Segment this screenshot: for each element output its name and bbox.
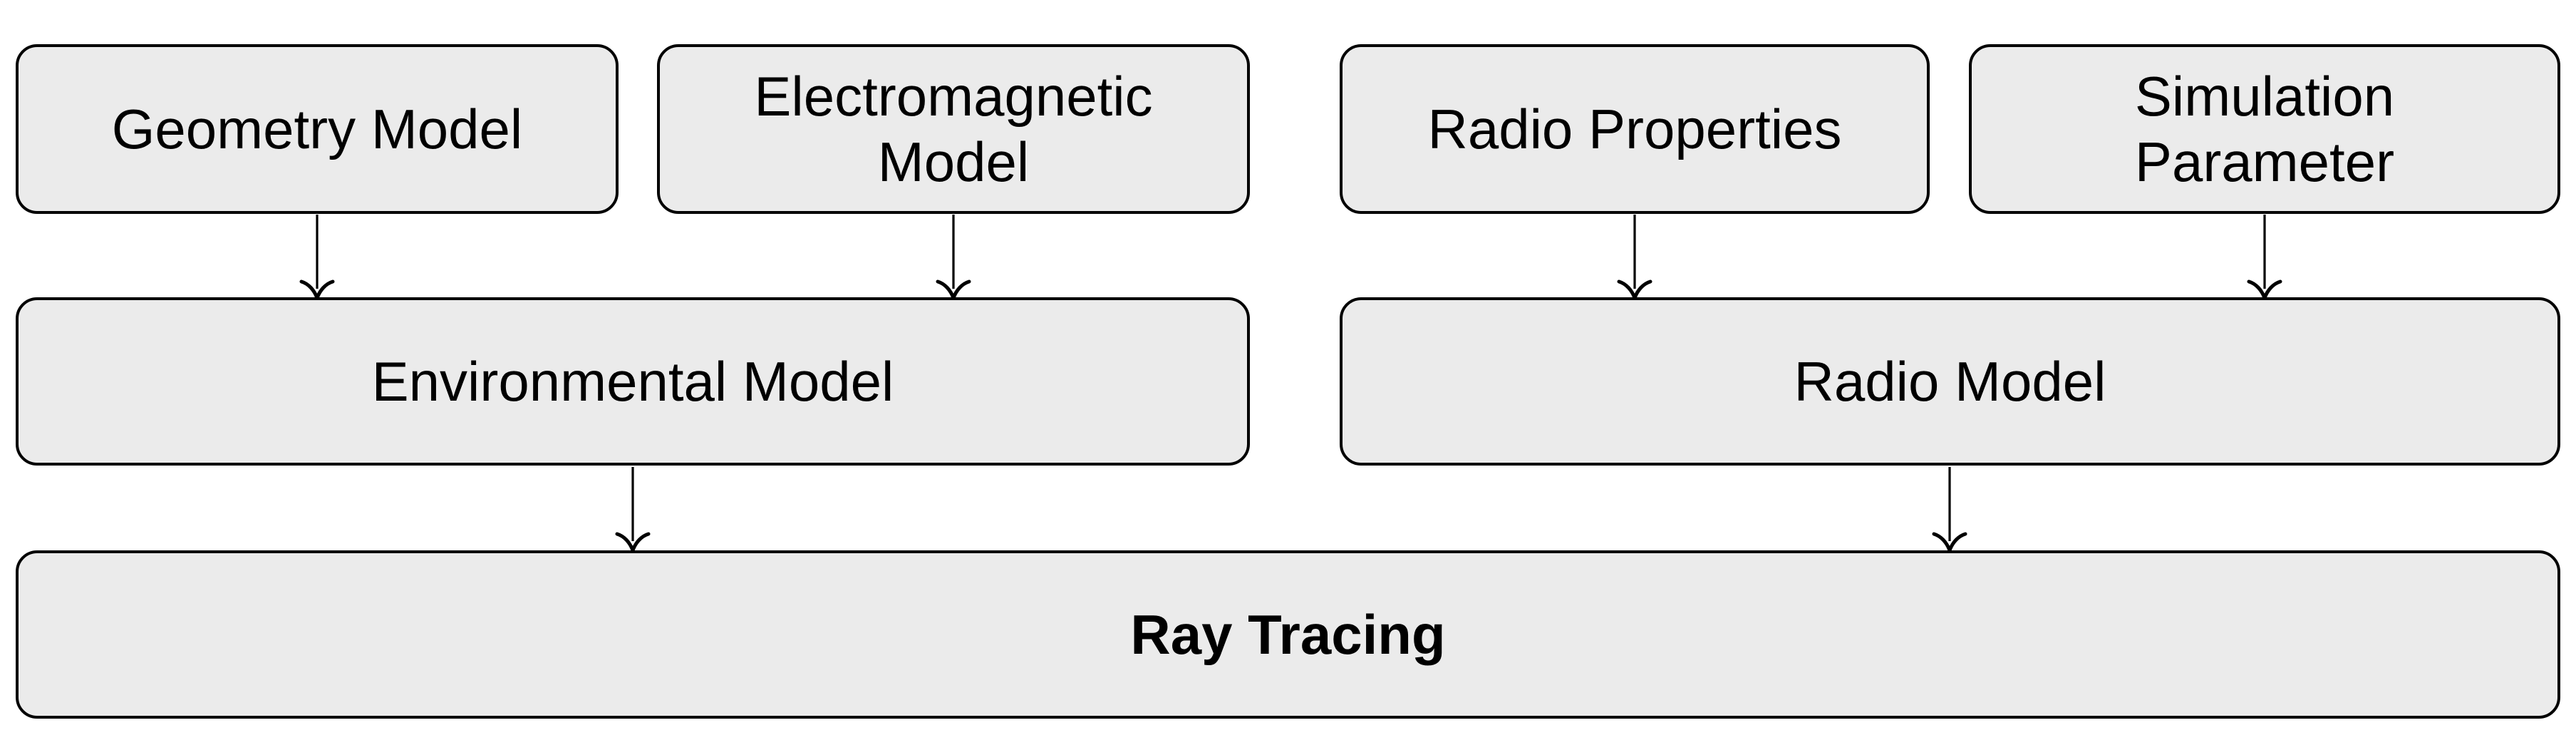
arrow-head <box>2247 279 2282 300</box>
arrow-geometry-to-environmental <box>299 215 335 300</box>
arrow-electromagnetic-to-environmental <box>936 215 971 300</box>
arrow-head <box>936 279 971 300</box>
node-environmental-model-label: Environmental Model <box>371 350 894 413</box>
node-geometry-model: Geometry Model <box>16 44 619 214</box>
node-geometry-model-label: Geometry Model <box>111 98 523 160</box>
arrow-radio-model-to-ray-tracing <box>1932 467 1967 553</box>
node-electromagnetic-model-label: Electromagnetic Model <box>754 65 1153 193</box>
node-radio-model: Radio Model <box>1340 297 2560 466</box>
arrow-head <box>615 532 651 553</box>
node-ray-tracing: Ray Tracing <box>16 550 2560 719</box>
node-electromagnetic-model: Electromagnetic Model <box>657 44 1250 214</box>
arrow-head <box>1617 279 1652 300</box>
node-radio-model-label: Radio Model <box>1794 350 2106 413</box>
arrow-radio-properties-to-radio-model <box>1617 215 1652 300</box>
node-radio-properties-label: Radio Properties <box>1427 98 1842 160</box>
node-simulation-parameter-label: Simulation Parameter <box>2134 65 2395 193</box>
node-ray-tracing-label: Ray Tracing <box>1130 603 1446 666</box>
node-radio-properties: Radio Properties <box>1340 44 1930 214</box>
arrow-head <box>299 279 335 300</box>
arrow-head <box>1932 532 1967 553</box>
node-simulation-parameter: Simulation Parameter <box>1969 44 2560 214</box>
node-environmental-model: Environmental Model <box>16 297 1250 466</box>
arrow-simulation-parameter-to-radio-model <box>2247 215 2282 300</box>
arrow-environmental-to-ray-tracing <box>615 467 651 553</box>
